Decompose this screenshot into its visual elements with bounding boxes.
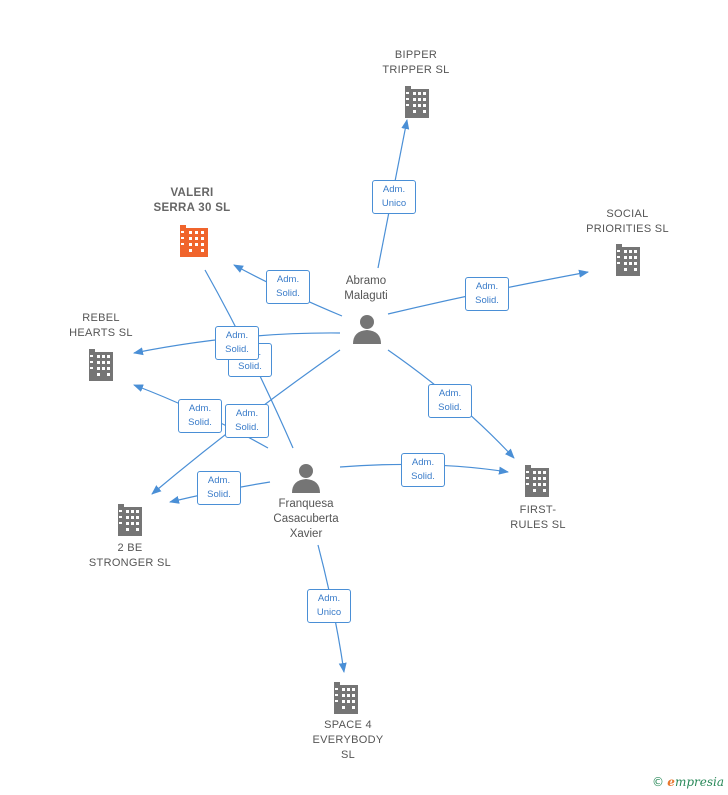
building-icon bbox=[118, 504, 142, 536]
person-icon bbox=[353, 315, 381, 344]
brand-footer[interactable]: © empresia bbox=[652, 775, 724, 789]
company-label-first[interactable]: FIRST- RULES SL bbox=[510, 504, 566, 531]
company-label-stronger[interactable]: 2 BE STRONGER SL bbox=[88, 542, 172, 569]
person-label-abramo[interactable]: Abramo Malaguti bbox=[344, 275, 388, 302]
edge-label: Adm. Solid. bbox=[178, 399, 222, 433]
edge-label: Adm. Solid. bbox=[401, 453, 445, 487]
building-icon bbox=[405, 86, 429, 118]
edge-label: Adm. Unico bbox=[372, 180, 416, 214]
company-label-bipper[interactable]: BIPPER TRIPPER SL bbox=[382, 49, 450, 76]
person-label-franquesa[interactable]: Franquesa Casacuberta Xavier bbox=[273, 498, 339, 540]
edge-label: Adm. Solid. bbox=[465, 277, 509, 311]
company-label-social[interactable]: SOCIAL PRIORITIES SL bbox=[586, 208, 669, 235]
company-label-space[interactable]: SPACE 4 EVERYBODY SL bbox=[312, 719, 384, 761]
company-label-rebel[interactable]: REBEL HEARTS SL bbox=[69, 312, 133, 339]
edge-label: Adm. Unico bbox=[307, 589, 351, 623]
edge-label: Adm. Solid. bbox=[266, 270, 310, 304]
company-label-valeri[interactable]: VALERI SERRA 30 SL bbox=[153, 187, 231, 214]
building-icon bbox=[525, 465, 549, 497]
building-icon bbox=[334, 682, 358, 714]
building-icon bbox=[89, 349, 113, 381]
edge-label: Adm. Solid. bbox=[225, 404, 269, 438]
edge-label: Adm. Solid. bbox=[215, 326, 259, 360]
brand-logo-e: e bbox=[667, 775, 675, 789]
copyright-icon: © bbox=[651, 775, 664, 789]
person-icon bbox=[292, 464, 320, 493]
edge-label: Adm. Solid. bbox=[197, 471, 241, 505]
brand-logo-text: mpresia bbox=[674, 775, 724, 789]
edge-label: Adm. Solid. bbox=[428, 384, 472, 418]
building-focus-icon bbox=[180, 225, 208, 257]
building-icon bbox=[616, 244, 640, 276]
